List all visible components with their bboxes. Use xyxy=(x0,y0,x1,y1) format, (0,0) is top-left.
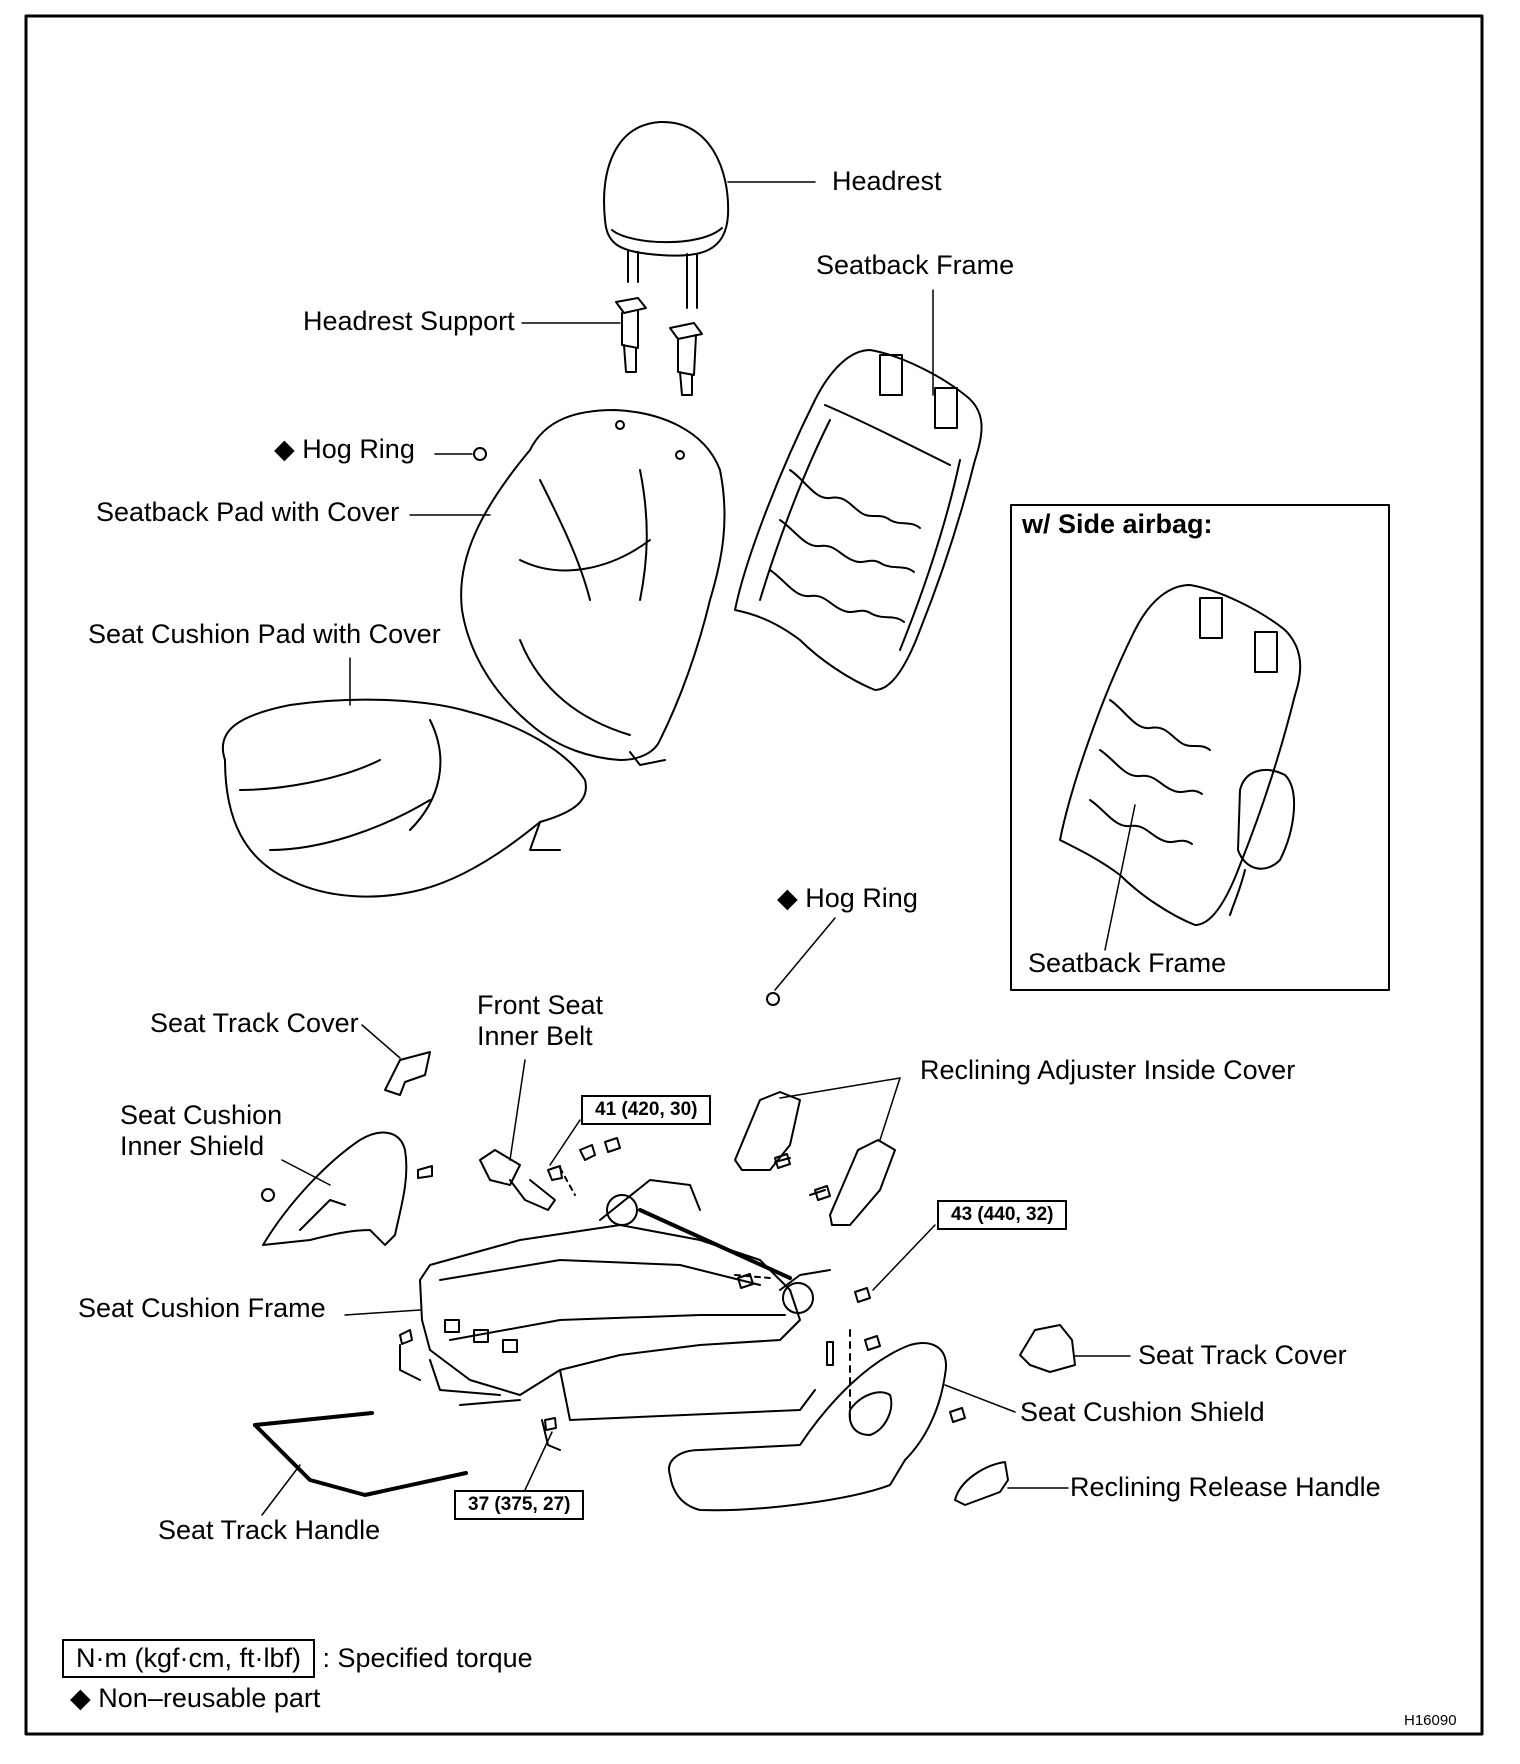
label-text: Hog Ring xyxy=(302,434,415,464)
label-reclining-adjuster-inside-cover: Reclining Adjuster Inside Cover xyxy=(920,1055,1296,1085)
front-seat-inner-belt-drawing xyxy=(480,1150,555,1210)
label-line-2: Inner Belt xyxy=(477,1021,593,1052)
diamond-icon: ◆ xyxy=(274,434,295,464)
seatback-frame-airbag-drawing xyxy=(1060,585,1300,925)
legend-nonreusable-text: Non–reusable part xyxy=(98,1683,321,1713)
seat-cushion-shield-drawing xyxy=(669,1343,946,1510)
side-airbag-inset-box xyxy=(1011,505,1389,990)
diamond-icon: ◆ xyxy=(70,1683,91,1713)
legend-unit-box: N·m (kgf·cm, ft·lbf) xyxy=(62,1639,315,1679)
legend-unit-desc: : Specified torque xyxy=(322,1643,533,1673)
label-seat-cushion-shield: Seat Cushion Shield xyxy=(1020,1397,1265,1427)
legend-unit-row: N·m (kgf·cm, ft·lbf) : Specified torque xyxy=(62,1639,533,1679)
torque-box-43: 43 (440, 32) xyxy=(937,1200,1068,1230)
leader-lines xyxy=(262,182,1135,1515)
label-front-seat-inner-belt: Front Seat Inner Belt xyxy=(477,990,603,1052)
headrest-support-drawing xyxy=(616,298,702,395)
torque-box-41: 41 (420, 30) xyxy=(581,1095,712,1125)
label-hog-ring-top: ◆ Hog Ring xyxy=(274,434,415,465)
seatback-pad-drawing xyxy=(461,410,724,765)
label-seatback-frame: Seatback Frame xyxy=(816,250,1015,280)
label-line-2: Inner Shield xyxy=(120,1131,265,1162)
seatback-frame-drawing xyxy=(735,350,982,690)
label-reclining-release-handle: Reclining Release Handle xyxy=(1070,1472,1381,1502)
diamond-icon: ◆ xyxy=(777,883,798,913)
label-line-1: Seat Cushion xyxy=(120,1100,283,1130)
label-seat-track-cover-right: Seat Track Cover xyxy=(1138,1340,1347,1370)
label-seat-track-cover-left: Seat Track Cover xyxy=(150,1008,359,1038)
label-seat-cushion-pad: Seat Cushion Pad with Cover xyxy=(88,619,441,649)
reclining-adjuster-inside-cover-drawing xyxy=(735,1092,895,1225)
label-side-airbag-title: w/ Side airbag: xyxy=(1022,509,1213,539)
seat-cushion-frame-drawing xyxy=(400,1180,850,1450)
label-seatback-pad: Seatback Pad with Cover xyxy=(96,497,400,527)
reclining-release-handle-drawing xyxy=(955,1462,1008,1505)
seat-cushion-inner-shield-drawing xyxy=(262,1133,432,1245)
label-line-1: Front Seat xyxy=(477,990,604,1020)
label-headrest-support: Headrest Support xyxy=(303,306,515,336)
label-seat-cushion-inner-shield: Seat Cushion Inner Shield xyxy=(120,1100,282,1162)
seat-track-handle-drawing xyxy=(255,1413,466,1495)
label-seat-cushion-frame: Seat Cushion Frame xyxy=(78,1293,326,1323)
label-hog-ring-mid: ◆ Hog Ring xyxy=(777,883,918,914)
seat-track-cover-left-drawing xyxy=(385,1052,430,1095)
seat-track-cover-right-drawing xyxy=(1020,1325,1075,1372)
label-seatback-frame-airbag: Seatback Frame xyxy=(1028,948,1227,978)
bolts-drawing xyxy=(400,1138,965,1430)
figure-id: H16090 xyxy=(1404,1712,1457,1729)
legend-nonreusable-row: ◆ Non–reusable part xyxy=(70,1683,320,1714)
label-seat-track-handle: Seat Track Handle xyxy=(158,1515,381,1545)
label-headrest: Headrest xyxy=(832,166,942,196)
page-border xyxy=(26,16,1482,1734)
torque-box-37: 37 (375, 27) xyxy=(454,1490,585,1520)
seat-cushion-pad-drawing xyxy=(223,700,586,897)
label-text: Hog Ring xyxy=(805,883,918,913)
headrest-drawing xyxy=(604,122,728,308)
